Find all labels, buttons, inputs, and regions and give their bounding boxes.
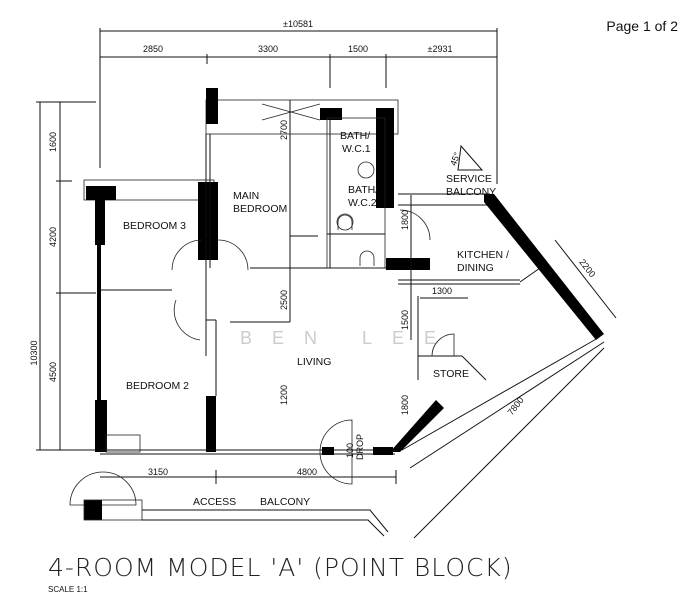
walls xyxy=(69,88,605,537)
dim-top-2: 3300 xyxy=(258,44,278,54)
living-label: LIVING xyxy=(297,356,331,368)
dim-top-3: 1500 xyxy=(348,44,368,54)
dim-total-height: 10300 xyxy=(29,340,39,365)
angle-marker: 45° xyxy=(448,150,462,167)
dim-right-1: 1800 xyxy=(400,210,410,230)
bath2-label-2: W.C.2 xyxy=(348,197,377,209)
kitchen-label-2: DINING xyxy=(457,262,494,274)
inner-dimensions: 2700 2500 1200 1800 1500 1800 1300 3150 … xyxy=(100,100,617,539)
page-indicator: Page 1 of 2 xyxy=(606,18,678,34)
drop-label: 100 xyxy=(345,443,355,458)
bedroom3-label: BEDROOM 3 xyxy=(123,220,186,232)
dim-inner-1: 2700 xyxy=(279,120,289,140)
bath2-label: BATH/ xyxy=(348,184,378,196)
service-balcony-label: SERVICE xyxy=(446,173,492,185)
balcony-label: BALCONY xyxy=(260,496,310,508)
scale-label: SCALE 1:1 xyxy=(48,585,88,594)
main-bedroom-label-2: BEDROOM xyxy=(233,203,287,215)
dim-top-1: 2850 xyxy=(143,44,163,54)
store-label: STORE xyxy=(433,368,469,380)
kitchen-label: KITCHEN / xyxy=(457,249,509,261)
dim-inner-2: 2500 xyxy=(279,290,289,310)
drop-label-2: DROP xyxy=(355,434,365,460)
bath1-label-2: W.C.1 xyxy=(342,143,371,155)
access-label: ACCESS xyxy=(193,496,236,508)
top-dimensions: ±10581 2850 3300 1500 ±2931 xyxy=(99,19,498,184)
room-labels: BATH/ W.C.1 BATH/ BATH/ MAIN MAIN BEDROO… xyxy=(123,130,509,508)
dim-right-3: 1800 xyxy=(400,395,410,415)
dim-total-width: ±10581 xyxy=(283,19,313,29)
dim-store-width: 1300 xyxy=(432,286,452,296)
watermark: BEN LEE xyxy=(240,328,456,348)
service-balcony-label-2: BALCONY xyxy=(446,186,496,198)
dim-right-2: 1500 xyxy=(400,310,410,330)
plan-title: 4-ROOM MODEL 'A' (POINT BLOCK) xyxy=(48,553,513,582)
dim-left-2: 4200 xyxy=(48,227,58,247)
dim-bottom-1: 3150 xyxy=(148,467,168,477)
bath1-label: BATH/ xyxy=(340,130,370,142)
dim-diag-short: 2200 xyxy=(577,257,597,279)
dim-bottom-2: 4800 xyxy=(297,467,317,477)
left-dimensions: 1600 4200 4500 10300 xyxy=(29,101,96,451)
dim-left-3: 4500 xyxy=(48,362,58,382)
dim-diag-long: 7800 xyxy=(506,395,526,417)
bedroom2-label: BEDROOM 2 xyxy=(126,380,189,392)
dim-inner-3: 1200 xyxy=(279,385,289,405)
dim-top-4: ±2931 xyxy=(428,44,453,54)
main-bedroom-label: MAIN xyxy=(233,190,259,202)
dim-left-1: 1600 xyxy=(48,132,58,152)
